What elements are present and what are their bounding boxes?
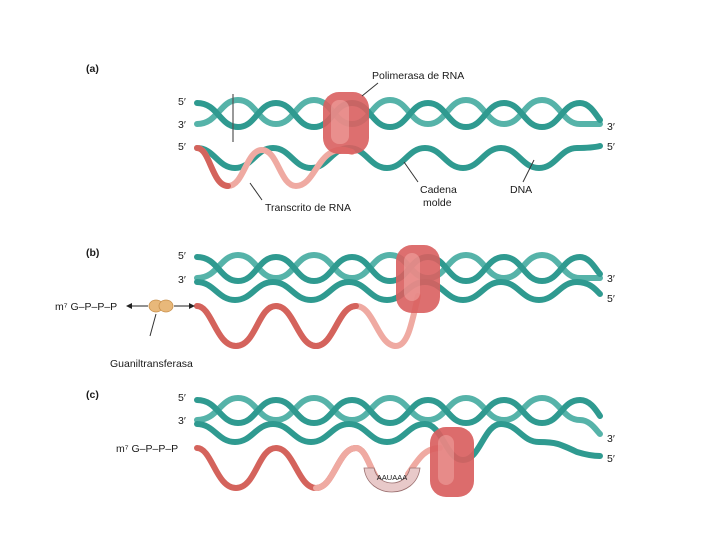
panel-b-enzyme-pointer bbox=[149, 313, 157, 337]
panel-a-polymerase-label: Polimerasa de RNA bbox=[372, 70, 464, 82]
panel-a-template-pointer bbox=[403, 161, 419, 183]
panel-a-end-5-top: 5′ bbox=[178, 96, 186, 108]
panel-c-dna-strand-front bbox=[194, 396, 603, 427]
panel-b-end-3-mid: 3′ bbox=[178, 274, 186, 286]
panel-c-cap-label: m⁷ G–P–P–P bbox=[116, 443, 178, 455]
panel-b-arrowhead-left bbox=[126, 303, 132, 309]
panel-a-polymerase-pointer bbox=[361, 82, 379, 97]
panel-c-label: (c) bbox=[86, 389, 99, 401]
panel-c-polya-signal-label: AAUAAA bbox=[377, 473, 407, 482]
panel-b-polymerase-highlight bbox=[404, 253, 420, 301]
panel-c-polymerase-highlight bbox=[438, 435, 454, 485]
panel-a-dna-strand-front bbox=[194, 99, 603, 131]
panel-c: (c) AAUAAA 5′ 3′ 3′ 5′ m⁷ G–P–P–P bbox=[86, 389, 615, 497]
panel-a-transcript-pointer bbox=[249, 182, 263, 201]
panel-c-end-3-right: 3′ bbox=[607, 433, 615, 445]
panel-a-end-5-bottom: 5′ bbox=[178, 141, 186, 153]
panel-a-transcript-label: Transcrito de RNA bbox=[265, 202, 351, 214]
panel-b-label: (b) bbox=[86, 247, 99, 259]
panel-b-end-5-right: 5′ bbox=[607, 293, 615, 305]
panel-a-end-3-right: 3′ bbox=[607, 121, 615, 133]
panel-b-end-5-top: 5′ bbox=[178, 250, 186, 262]
panel-a-dna-label: DNA bbox=[510, 184, 532, 196]
panel-b-end-3-right: 3′ bbox=[607, 273, 615, 285]
panel-c-end-3-mid: 3′ bbox=[178, 415, 186, 427]
panel-b-arrowhead-right bbox=[189, 303, 195, 309]
panel-b: (b) 5′ 3′ 3′ 5′ m⁷ G–P–P–P Guaniltransfe… bbox=[55, 245, 615, 370]
panel-c-polya-signal-shape bbox=[363, 467, 421, 493]
panel-b-enzyme-label: Guaniltransferasa bbox=[110, 358, 193, 370]
panel-a: (a) 5′ 3′ 5′ 3′ 5′ Polimerasa de RNA Tra… bbox=[86, 63, 615, 214]
panel-b-cap-label: m⁷ G–P–P–P bbox=[55, 301, 117, 313]
panel-a-template-label-2: molde bbox=[423, 197, 452, 209]
panel-a-template-strand bbox=[194, 143, 603, 172]
panel-a-rna-transcript-dark bbox=[194, 145, 231, 189]
panel-a-end-3-mid: 3′ bbox=[178, 119, 186, 131]
panel-a-label: (a) bbox=[86, 63, 99, 75]
panel-c-template-strand bbox=[194, 420, 603, 464]
panel-b-enzyme-lobe-right bbox=[158, 299, 174, 313]
panel-c-end-5-right: 5′ bbox=[607, 453, 615, 465]
panel-a-polymerase-highlight bbox=[331, 100, 349, 144]
panel-a-dna-pointer bbox=[522, 159, 535, 183]
panel-c-end-5-top: 5′ bbox=[178, 392, 186, 404]
panel-b-rna-transcript-dark bbox=[194, 302, 359, 350]
panel-a-end-5-right: 5′ bbox=[607, 141, 615, 153]
panel-a-template-label-1: Cadena bbox=[420, 184, 457, 196]
